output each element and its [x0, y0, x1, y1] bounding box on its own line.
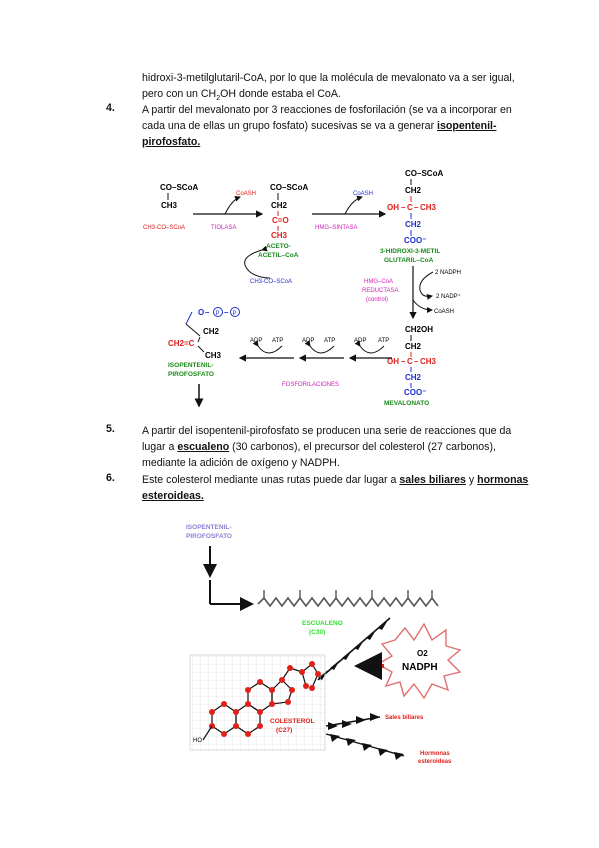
acetyl-coa-label-blue: CH3-CO–SCoA — [250, 279, 292, 285]
acetyl-coa-label-red: CH3-CO–SCoA — [143, 225, 185, 231]
squalene-chain — [257, 596, 439, 608]
atp-label-2: ATP — [324, 338, 335, 344]
ipp-ch3: CH3 — [205, 351, 222, 360]
hmg-name-1: 3-HIDROXI-3-METIL — [380, 248, 440, 255]
ipp2-label-2: PIROFOSFATO — [186, 533, 232, 540]
ipp-label-2: PIROFOSFATO — [168, 371, 214, 378]
item-6-number: 6. — [106, 472, 115, 484]
c27-label: (C27) — [276, 727, 292, 734]
svg-text:–: – — [224, 308, 229, 317]
escualeno-label: ESCUALENO — [302, 620, 343, 627]
acetoacetyl-cosco: CO–SCoA — [270, 183, 308, 192]
svg-text:–: – — [401, 357, 406, 366]
ipp-p-1: P — [216, 311, 220, 317]
hmg-oh: OH — [387, 203, 399, 212]
ipp-label-1: ISOPENTENIL- — [168, 362, 214, 369]
term-hormonas-esteroideas: hormonas esteroideas. — [142, 474, 529, 502]
arrow-chain-sales — [328, 713, 380, 730]
ho-label: HO — [193, 738, 202, 744]
item-5-text: A partir del isopentenil-pirofosfato se … — [142, 425, 512, 469]
hmg-coo: COO⁻ — [404, 236, 426, 245]
tiolasa-enzyme: TIOLASA — [211, 225, 236, 231]
coash-label-1: CoASH — [236, 191, 256, 197]
hmg-sintasa-enzyme: HMG–SINTASA — [315, 225, 358, 231]
colesterol-label: COLESTEROL — [270, 718, 314, 725]
mevalonate-coo: COO⁻ — [404, 388, 426, 397]
atp-label-1: ATP — [272, 338, 283, 344]
acetoacetyl-ch3: CH3 — [271, 231, 288, 240]
intro-line-1: hidroxi-3-metilglutaril-CoA, por lo que … — [142, 72, 515, 84]
hormonas-label-1: Hormonas — [420, 751, 450, 757]
term-isopentenil-pirofosfato: isopentenil-pirofosfato. — [142, 120, 497, 148]
mevalonate-oh: OH — [387, 357, 399, 366]
adp-label-3: ADP — [354, 338, 366, 344]
item-6-text: Este colesterol mediante unas rutas pued… — [142, 474, 529, 502]
mevalonate-ch2-bottom: CH2 — [405, 373, 422, 382]
ipp-ch2eq: CH2=C — [168, 339, 195, 348]
intro-line-2: pero con un CH2OH donde estaba el CoA. — [142, 88, 341, 103]
fosforilaciones-label: FOSFORILACIONES — [282, 382, 339, 388]
adp-label-2: ADP — [302, 338, 314, 344]
acetoacetyl-ceqo: C=O — [272, 216, 289, 225]
hmg-ch2-top: CH2 — [405, 186, 422, 195]
ipp-ch2: CH2 — [203, 327, 220, 336]
svg-text:–: – — [401, 203, 406, 212]
acetyl-coa-ch3: CH3 — [161, 201, 178, 210]
sales-biliares-label: Sales biliares — [385, 715, 424, 721]
acetoacetyl-ch2: CH2 — [271, 201, 288, 210]
cholesterol-atoms — [209, 661, 321, 737]
aceto-label-1: ACETO- — [266, 243, 291, 250]
reductasa-line-1: HMG–CoA — [364, 279, 393, 285]
mevalonate-c: C — [407, 357, 413, 366]
hmg-ch2-bottom: CH2 — [405, 220, 422, 229]
coash-label-2: CoASH — [353, 191, 373, 197]
coash-label-3: CoASH — [434, 309, 454, 315]
ipp-o: O — [198, 308, 204, 317]
svg-text:–: – — [414, 357, 419, 366]
nadp-label: 2 NADP⁺ — [436, 293, 461, 300]
mevalonate-ch2-top: CH2 — [405, 342, 422, 351]
c30-label: (C30) — [309, 629, 325, 636]
ipp2-label-1: ISOPENTENIL- — [186, 524, 232, 531]
oxygen-nadph-burst — [376, 622, 462, 700]
hormonas-label-2: esteroideas — [418, 759, 452, 765]
item-5-number: 5. — [106, 423, 115, 435]
term-sales-biliares: sales biliares — [399, 474, 466, 486]
term-escualeno: escualeno — [177, 441, 230, 453]
reductasa-line-3: (control) — [366, 297, 388, 303]
adp-label-1: ADP — [250, 338, 262, 344]
svg-text:–: – — [205, 308, 210, 317]
hmg-ch3: CH3 — [420, 203, 437, 212]
atp-label-3: ATP — [378, 338, 389, 344]
nadph2-label: NADPH — [402, 662, 438, 673]
mevalonato-label: MEVALONATO — [384, 400, 429, 407]
mevalonate-ch2oh: CH2OH — [405, 325, 433, 334]
mevalonate-pathway-diagram: CO–SCoA CH3 CH3-CO–SCoA CoASH TIOLASA CO… — [143, 169, 461, 408]
svg-text:–: – — [414, 203, 419, 212]
nadph-label: 2 NADPH — [435, 270, 461, 276]
ipp-p-2: P — [233, 311, 237, 317]
aceto-label-2: ACETIL–CoA — [258, 252, 299, 259]
reductasa-line-2: REDUCTASA — [362, 288, 399, 294]
acetyl-coa-cosco: CO–SCoA — [160, 183, 198, 192]
hmg-cosco: CO–SCoA — [405, 169, 443, 178]
o2-label: O2 — [417, 649, 428, 658]
hmg-name-2: GLUTARIL–CoA — [384, 257, 434, 264]
item-4-text: A partir del mevalonato por 3 reacciones… — [142, 104, 512, 148]
mevalonate-ch3: CH3 — [420, 357, 437, 366]
item-4-number: 4. — [106, 102, 115, 114]
hmg-c: C — [407, 203, 413, 212]
